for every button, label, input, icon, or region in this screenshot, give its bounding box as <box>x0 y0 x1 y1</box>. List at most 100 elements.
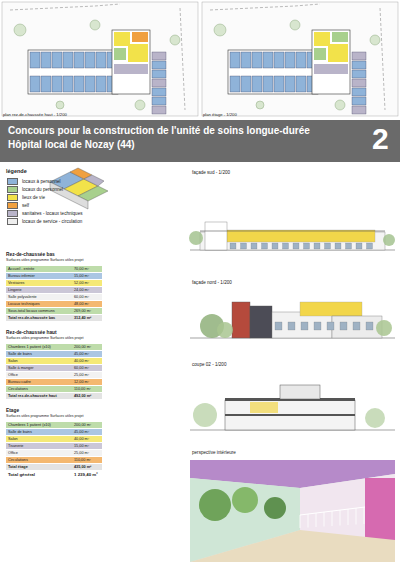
table-cell: Circulations <box>8 387 28 391</box>
table-cell: Total étage <box>8 465 28 469</box>
legend-swatch <box>7 218 18 225</box>
drawing-stroke <box>308 514 309 528</box>
drawing-stroke <box>6 315 102 321</box>
drawing-stroke <box>6 365 102 371</box>
drawing-stroke <box>274 52 284 68</box>
drawing-stroke <box>152 97 166 105</box>
drawing-stroke <box>225 414 355 416</box>
table-cell: Salle de bains <box>8 430 32 434</box>
table-cell: 40,00 m² <box>74 437 89 441</box>
north-elevation <box>190 302 395 338</box>
drawing-stroke <box>256 101 264 109</box>
drawing-stroke <box>205 222 227 250</box>
drawing-stroke <box>340 322 347 330</box>
drawing-stroke <box>6 386 102 392</box>
drawing-stroke <box>6 422 102 428</box>
drawing-stroke <box>190 530 395 562</box>
section-drawing <box>190 385 395 430</box>
drawing-stroke <box>332 511 333 526</box>
table-cell: Lingerie <box>8 288 22 292</box>
drawing-stroke <box>225 400 355 430</box>
drawing-stroke <box>296 76 306 92</box>
drawing-stroke <box>199 489 231 521</box>
table-cell: 200,00 m² <box>74 345 91 349</box>
drawing-stroke <box>6 287 102 293</box>
legend-text: locaux à personnel <box>22 179 61 184</box>
table-cell: 25,00 m² <box>74 451 89 455</box>
south-elevation <box>189 222 395 250</box>
table-cell: Bureau infirmier <box>8 274 35 278</box>
drawing-caption: coupe 02 - 1/200 <box>192 362 226 367</box>
drawing-stroke <box>352 52 366 60</box>
drawing-stroke <box>364 507 365 524</box>
drawing-stroke <box>241 243 247 249</box>
table-header: Surfaces utiles programme Surfaces utile… <box>6 337 84 341</box>
table-cell: Circulations <box>8 458 28 462</box>
drawing-caption: façade nord - 1/200 <box>192 280 232 285</box>
table-cell: Salon <box>8 437 18 441</box>
drawing-stroke <box>365 408 385 428</box>
drawing-stroke <box>348 509 349 525</box>
drawing-stroke <box>6 450 102 456</box>
drawing-stroke <box>376 320 392 336</box>
drawing-stroke <box>296 52 306 68</box>
drawing-stroke <box>170 35 180 45</box>
drawing-stroke <box>2 2 198 116</box>
drawing-stroke <box>301 322 308 330</box>
drawing-stroke <box>285 76 295 92</box>
drawing-stroke <box>314 32 330 46</box>
legend-text: lieux de vie <box>22 195 45 200</box>
drawing-stroke <box>6 266 102 272</box>
table-cell: 269,00 m² <box>74 309 91 313</box>
drawing-stroke <box>112 30 150 94</box>
drawing-stroke <box>252 76 262 92</box>
drawing-stroke <box>6 429 102 435</box>
drawing-stroke <box>352 70 366 78</box>
legend-swatch <box>7 178 18 185</box>
drawing-stroke <box>335 100 345 110</box>
table-heading: Etage <box>6 408 19 413</box>
drawing-stroke <box>241 52 251 68</box>
drawing-stroke <box>152 61 166 69</box>
floor-plans <box>2 2 398 116</box>
drawing-stroke <box>314 48 326 60</box>
table-header: Surfaces utiles programme Surfaces utile… <box>6 415 84 419</box>
drawing-stroke <box>6 301 102 307</box>
drawing-stroke <box>6 358 102 364</box>
drawing-stroke <box>356 508 357 525</box>
table-cell: 25,00 m² <box>74 373 89 377</box>
table-cell: 48,00 m² <box>74 302 89 306</box>
drawing-stroke <box>152 88 166 96</box>
drawing-stroke <box>300 302 362 316</box>
legend-heading: légende <box>6 168 27 174</box>
drawing-stroke <box>250 306 272 338</box>
drawing-stroke <box>152 52 166 60</box>
drawing-stroke <box>114 32 130 46</box>
drawing-stroke <box>225 230 375 242</box>
drawing-stroke <box>366 322 373 330</box>
drawing-stroke <box>152 70 166 78</box>
table-cell: Salon <box>8 359 18 363</box>
drawing-stroke <box>283 243 289 249</box>
drawing-stroke <box>324 512 325 527</box>
title-text: Hôpital local de Nozay (44) <box>8 139 135 151</box>
drawing-stroke <box>340 510 341 526</box>
drawing-stroke <box>316 513 317 527</box>
drawing-stroke <box>90 20 100 30</box>
interior-perspective <box>190 460 395 562</box>
drawing-stroke <box>85 52 95 68</box>
table-cell: Salle polyvalente <box>8 295 37 299</box>
table-cell: Office <box>8 373 18 377</box>
drawing-stroke <box>383 234 395 246</box>
drawing-stroke <box>14 24 26 36</box>
drawing-stroke <box>328 44 348 62</box>
drawing-stroke <box>275 322 282 330</box>
legend-entry: locaux à personnel <box>7 178 61 185</box>
table-cell: 1 239,40 m² <box>74 473 98 478</box>
drawing-stroke <box>6 344 102 350</box>
drawing-stroke <box>300 515 301 528</box>
legend-swatch <box>7 202 18 209</box>
legend-text: self <box>22 203 29 208</box>
drawing-caption: façade sud - 1/200 <box>192 170 230 175</box>
drawing-stroke <box>6 436 102 442</box>
